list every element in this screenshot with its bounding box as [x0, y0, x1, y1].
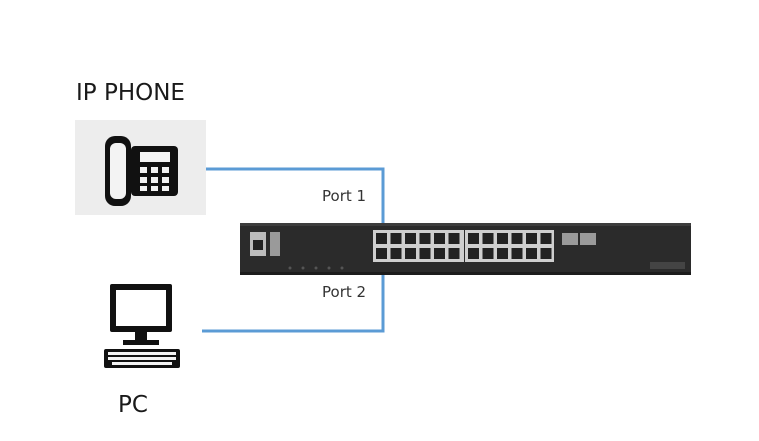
switch-port: [468, 248, 479, 259]
switch-port: [419, 233, 431, 244]
port-2-label: Port 2: [322, 283, 367, 301]
switch-port: [497, 233, 508, 244]
switch-port: [540, 248, 552, 259]
switch-port: [376, 248, 387, 259]
ip-phone-label: IP PHONE: [76, 80, 185, 106]
desktop-computer-icon: [104, 284, 180, 368]
switch-port: [405, 233, 416, 244]
switch-port: [482, 233, 494, 244]
switch-port: [511, 248, 523, 259]
switch-port: [448, 248, 460, 259]
switch-port: [497, 248, 508, 259]
switch-port: [526, 233, 537, 244]
switch-port: [390, 233, 402, 244]
switch-port: [511, 233, 523, 244]
ip-phone-icon: [75, 120, 206, 215]
switch-port: [376, 233, 387, 244]
switch-port: [468, 233, 479, 244]
switch-port: [419, 248, 431, 259]
switch-port: [434, 248, 445, 259]
port-1-label: Port 1: [322, 187, 367, 205]
phone-cable: [206, 167, 385, 224]
switch-port: [526, 248, 537, 259]
network-switch-icon: [240, 223, 691, 275]
pc-cable: [202, 274, 385, 333]
switch-port: [434, 233, 445, 244]
switch-port: [540, 233, 552, 244]
switch-port: [405, 248, 416, 259]
pc-label: PC: [118, 392, 148, 418]
switch-port: [448, 233, 460, 244]
switch-port: [390, 248, 402, 259]
switch-port: [482, 248, 494, 259]
